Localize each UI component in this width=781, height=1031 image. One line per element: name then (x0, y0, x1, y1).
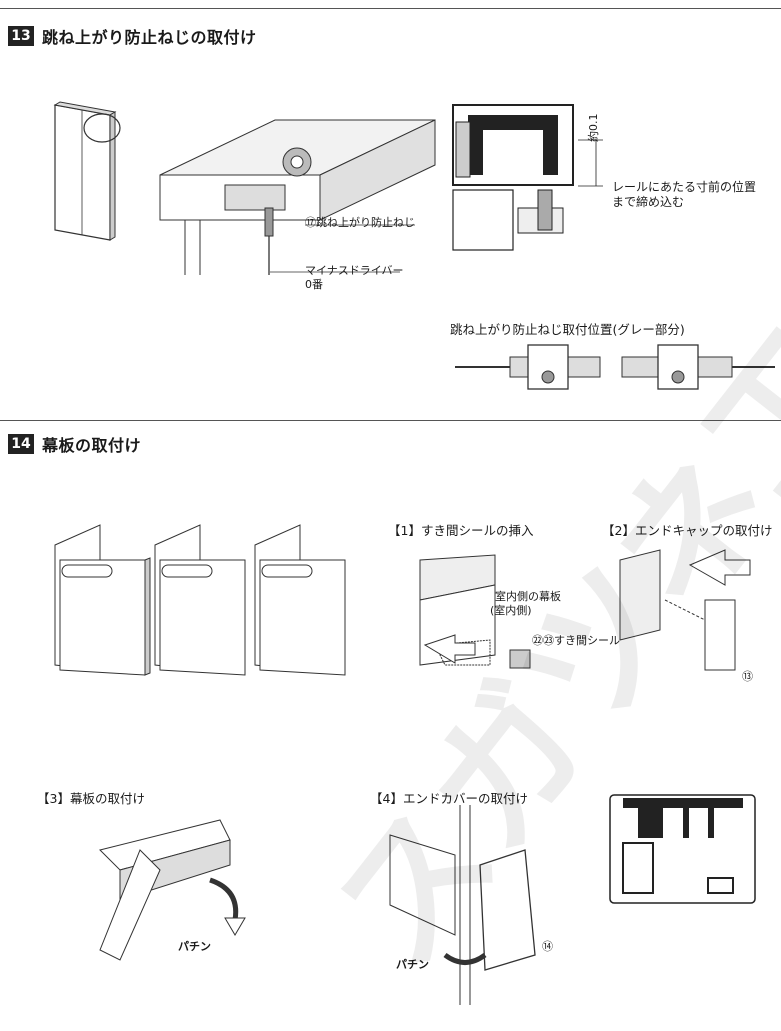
rail-roller-illustration (159, 119, 436, 275)
valance-label-2: (室内側) (490, 604, 532, 617)
section-14-rule (0, 420, 781, 421)
driver-label-1: マイナスドライバー (305, 264, 404, 277)
section-13-header: 13 跳ね上がり防止ねじの取付け (8, 24, 257, 48)
screw-position-diagram (455, 344, 775, 390)
tighten-label-1: レールにあたる寸前の位置 (612, 180, 757, 194)
valance-label-1: 室内側の幕板 (495, 590, 561, 603)
snap-label-2: パチン (396, 958, 429, 971)
seal-label: ㉒㉓すき間シール (532, 634, 620, 647)
snap-label-1: パチン (178, 940, 211, 953)
section-13-number: 13 (8, 26, 34, 46)
valance-mount-illustration (99, 819, 246, 961)
seal-insertion-illustration (419, 554, 531, 669)
dimension-label: 約0.1 (587, 113, 600, 143)
endcover-illustration (389, 805, 536, 1005)
driver-label-2: 0番 (305, 278, 323, 291)
step-1-label: 【1】すき間シールの挿入 (388, 523, 534, 538)
screw-label: ⑰跳ね上がり防止ねじ (305, 216, 415, 229)
endcap-illustration (619, 549, 751, 671)
top-rule (0, 8, 781, 9)
step-2-label: 【2】エンドキャップの取付け (602, 523, 773, 538)
section-13-title: 跳ね上がり防止ねじの取付け (42, 28, 257, 47)
door-panels-illustration (54, 524, 346, 676)
tighten-label-2: まで締め込む (612, 195, 685, 209)
rail-cross-section (452, 104, 603, 251)
endcover-number: ⑭ (542, 940, 553, 953)
endcap-number: ⑬ (742, 670, 753, 683)
frame-cross-section (609, 794, 756, 904)
section-14-title: 幕板の取付け (42, 436, 142, 455)
step-4-label: 【4】エンドカバーの取付け (370, 791, 528, 806)
step-3-label: 【3】幕板の取付け (37, 791, 145, 806)
screw-position-caption: 跳ね上がり防止ねじ取付位置(グレー部分) (450, 322, 685, 337)
section-14-header: 14 幕板の取付け (8, 432, 141, 456)
door-illustration-13 (53, 101, 121, 241)
section-14-number: 14 (8, 434, 34, 454)
